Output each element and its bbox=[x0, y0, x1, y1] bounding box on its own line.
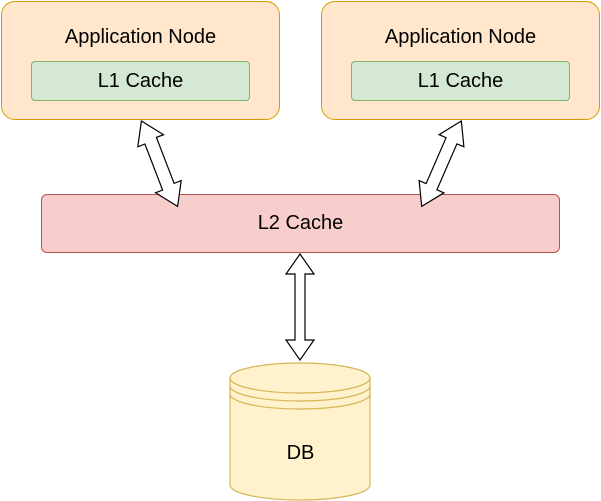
l1-cache-1: L1 Cache bbox=[31, 61, 250, 101]
l1-cache-2: L1 Cache bbox=[351, 61, 570, 101]
bidirectional-arrow-db bbox=[284, 252, 316, 362]
bidirectional-arrow-left bbox=[137, 120, 182, 208]
l2-cache: L2 Cache bbox=[41, 194, 560, 253]
db-label: DB bbox=[286, 442, 315, 464]
bidirectional-arrow-right bbox=[418, 119, 465, 208]
db-cylinder bbox=[229, 362, 371, 501]
application-node-title: Application Node bbox=[64, 26, 217, 48]
application-node-title: Application Node bbox=[384, 26, 537, 48]
